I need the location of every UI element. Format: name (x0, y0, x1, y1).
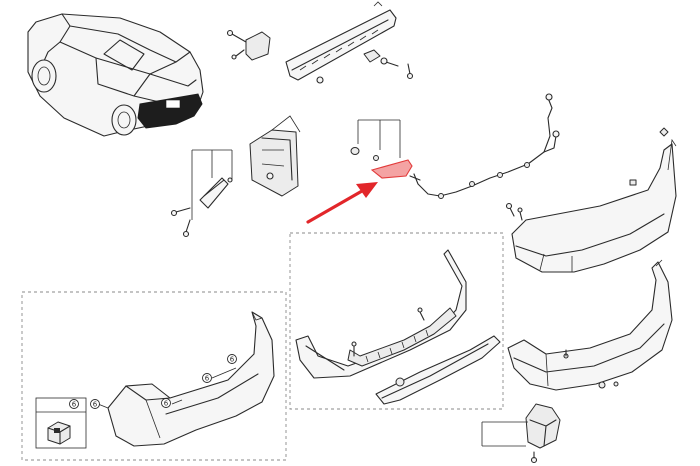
rear-bumper-assembled-top (505, 127, 677, 273)
callout-6-c: 6 (161, 398, 171, 408)
callout-6-b: 6 (202, 373, 212, 383)
arrow-pointer-icon (306, 182, 378, 224)
svg-text:6: 6 (72, 401, 77, 409)
bumper-callout-group: 6 6 6 6 6 (21, 291, 287, 461)
bumper-reinforcement-beam (226, 1, 414, 84)
bumper-cover-exploded-group (289, 232, 504, 410)
svg-text:6: 6 (230, 356, 235, 364)
svg-text:6: 6 (205, 375, 210, 383)
reflector-highlight (370, 159, 413, 179)
svg-text:6: 6 (164, 400, 169, 408)
callout-6-legend: 6 (69, 399, 79, 409)
callout-6-d: 6 (90, 399, 100, 409)
clip-fastener-icon (47, 421, 71, 445)
callout-6-a: 6 (227, 354, 237, 364)
reflector-group (350, 119, 413, 179)
parking-sensor-wiring-harness (409, 93, 560, 199)
vehicle-rear-view-icon (27, 13, 204, 137)
svg-text:6: 6 (93, 401, 98, 409)
rear-bumper-bottom-right (481, 259, 673, 464)
side-bracket-assembly (170, 115, 301, 238)
